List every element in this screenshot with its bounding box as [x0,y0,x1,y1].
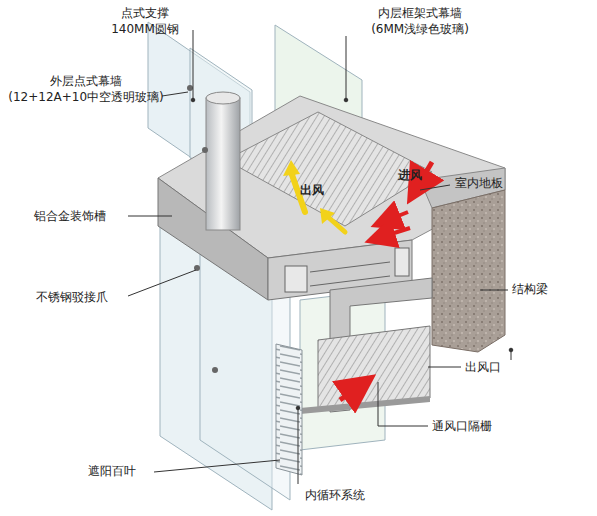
vent-sill [300,396,430,414]
pole-top [206,92,240,104]
callout-label: 结构梁 [512,282,548,298]
round-steel-pole [206,98,240,230]
callout-label: 内循环系统 [305,488,365,504]
callout-label: 遮阳百叶 [88,464,136,480]
callout-label: 铝合金装饰槽 [34,209,106,225]
callout-label: 通风口隔栅 [432,419,492,435]
cavity-grating [226,112,432,226]
spider-fitting [187,85,218,373]
leader-line [128,30,513,484]
vent-grille [318,326,430,410]
callout-label: 室内地板 [455,176,503,192]
airflow-label: 出风 [300,183,324,199]
structural-beam [432,190,505,352]
airflow-label: 进风 [398,168,422,184]
callout-label: 出风口 [465,360,501,376]
callout-label: 外层点式幕墙 (12+12A+10中空透明玻璃) [6,74,166,105]
callout-label: 内层框架式幕墙 (6MM浅绿色玻璃) [355,6,485,37]
callout-label: 不锈钢驳接爪 [36,290,108,306]
airflow-arrow [283,160,432,400]
callout-label: 点式支撑 140MM圆钢 [100,6,190,37]
